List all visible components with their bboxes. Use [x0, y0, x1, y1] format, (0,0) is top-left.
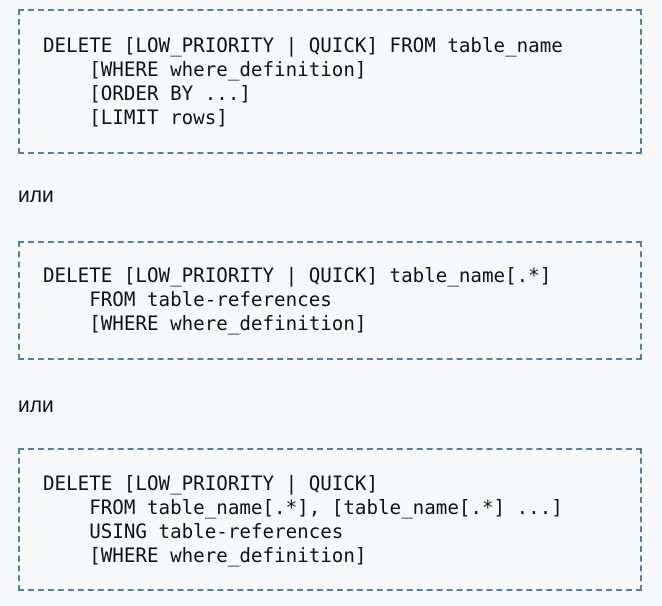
code-text: DELETE [LOW_PRIORITY | QUICK] FROM table… [43, 34, 563, 129]
code-block-2: DELETE [LOW_PRIORITY | QUICK] table_name… [18, 241, 642, 360]
separator-or: или [18, 394, 54, 417]
code-block-3: DELETE [LOW_PRIORITY | QUICK] FROM table… [18, 448, 642, 591]
code-text: DELETE [LOW_PRIORITY | QUICK] table_name… [43, 264, 552, 335]
code-block-1: DELETE [LOW_PRIORITY | QUICK] FROM table… [18, 9, 642, 154]
separator-or: или [18, 184, 54, 207]
code-text: DELETE [LOW_PRIORITY | QUICK] FROM table… [43, 472, 563, 567]
